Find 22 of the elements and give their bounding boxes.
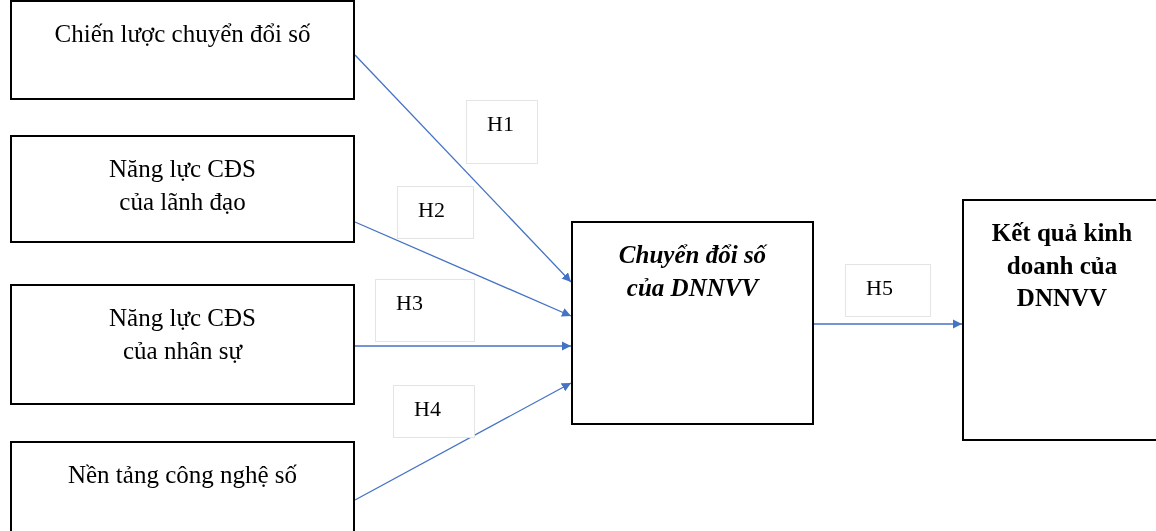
box-label: Chuyển đổi số của DNNVV	[617, 240, 768, 303]
arrow	[813, 319, 963, 329]
arrow	[354, 341, 572, 351]
box-label: Năng lực CĐS của nhân sự	[108, 303, 257, 366]
concept-box	[10, 284, 355, 405]
arrow	[354, 54, 572, 283]
concept-box	[571, 221, 814, 425]
box-label: Kết quả kinh doanh của DNNVV	[990, 218, 1134, 313]
edge-label: H4	[393, 385, 475, 438]
box-label: Năng lực CĐS của lãnh đạo	[108, 154, 257, 217]
edge-label: H1	[466, 100, 538, 164]
arrow	[354, 221, 572, 317]
box-label: Nền tảng công nghệ số	[67, 460, 298, 490]
box-label: Chiến lược chuyển đổi số	[54, 19, 311, 49]
concept-box	[10, 135, 355, 243]
concept-box	[10, 441, 355, 531]
edge-label: H5	[845, 264, 931, 317]
concept-box	[962, 199, 1156, 441]
concept-box	[10, 0, 355, 100]
arrow	[354, 382, 572, 501]
edge-label: H3	[375, 279, 475, 342]
edge-label: H2	[397, 186, 474, 239]
